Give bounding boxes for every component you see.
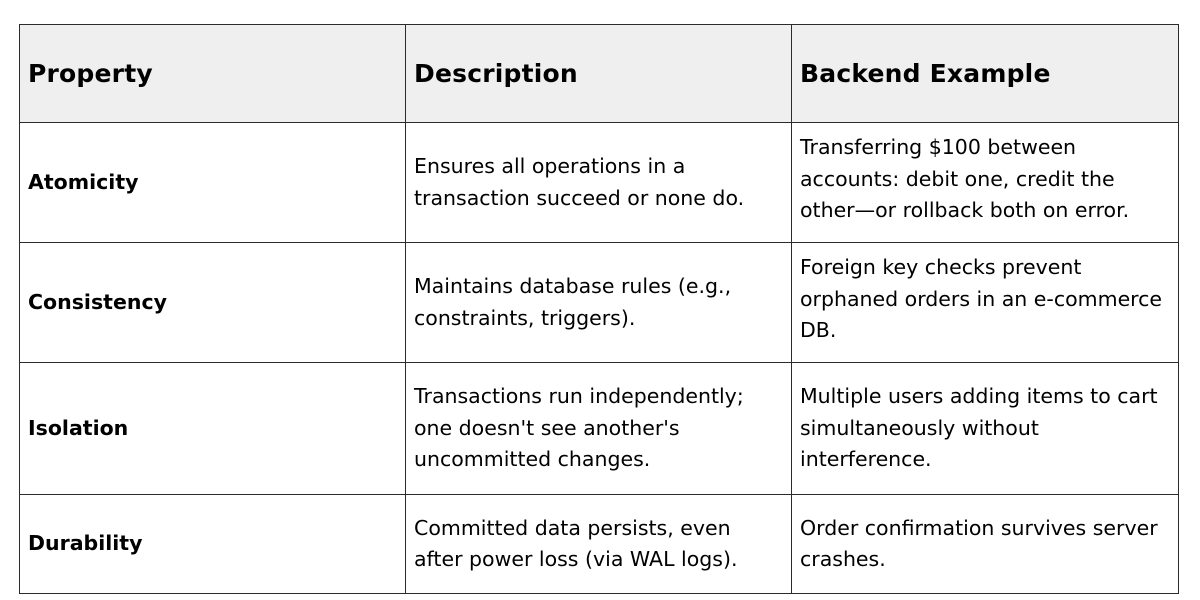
table-header: Property Description Backend Example xyxy=(19,24,1179,123)
header-row: Property Description Backend Example xyxy=(19,24,1179,123)
example-cell: Transferring $100 between accounts: debi… xyxy=(791,122,1179,243)
example-cell: Order confirmation survives server crash… xyxy=(791,494,1179,594)
description-cell: Transactions run independently; one does… xyxy=(405,362,792,495)
table-row: Isolation Transactions run independently… xyxy=(19,362,1179,495)
table-row: Durability Committed data persists, even… xyxy=(19,494,1179,594)
acid-properties-table-container: Property Description Backend Example Ato… xyxy=(19,24,1179,594)
description-cell: Ensures all operations in a transaction … xyxy=(405,122,792,243)
column-header-description: Description xyxy=(405,24,792,123)
column-header-property: Property xyxy=(19,24,406,123)
description-cell: Committed data persists, even after powe… xyxy=(405,494,792,594)
table-row: Atomicity Ensures all operations in a tr… xyxy=(19,122,1179,243)
table-row: Consistency Maintains database rules (e.… xyxy=(19,242,1179,363)
column-header-backend-example: Backend Example xyxy=(791,24,1179,123)
acid-properties-table: Property Description Backend Example Ato… xyxy=(19,24,1179,594)
property-cell: Isolation xyxy=(19,362,406,495)
table-body: Atomicity Ensures all operations in a tr… xyxy=(19,122,1179,594)
property-cell: Consistency xyxy=(19,242,406,363)
property-cell: Atomicity xyxy=(19,122,406,243)
example-cell: Multiple users adding items to cart simu… xyxy=(791,362,1179,495)
description-cell: Maintains database rules (e.g., constrai… xyxy=(405,242,792,363)
example-cell: Foreign key checks prevent orphaned orde… xyxy=(791,242,1179,363)
property-cell: Durability xyxy=(19,494,406,594)
